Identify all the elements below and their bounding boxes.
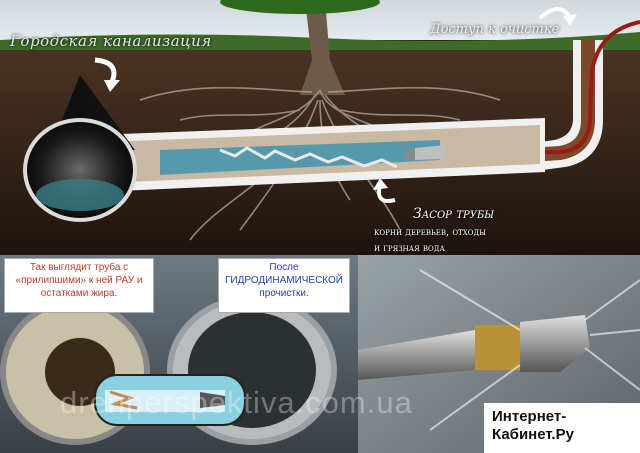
watermark: drenperspektiva.com.ua (60, 385, 413, 420)
arrow-head-icon (373, 178, 388, 190)
jetting-hose (445, 20, 640, 154)
jetting-nozzle (520, 315, 590, 372)
arrow-head-icon (563, 14, 577, 26)
tree-trunk (300, 0, 345, 95)
diagram-panel (0, 0, 640, 255)
clog-cause-label: корни деревьев, отходы и грязная вода (374, 227, 487, 254)
arrow-head-icon (104, 80, 120, 92)
sewer-label: Городская канализация (10, 32, 212, 50)
access-label: Доступ к очистке (430, 22, 560, 37)
sewer-pipe (95, 118, 545, 192)
arrow-icon (94, 57, 117, 83)
site-badge[interactable]: Интернет-Кабинет.Ру (484, 403, 640, 453)
pipe-cross-section (23, 75, 137, 222)
after-caption: После ГИДРОДИНАМИЧЕСКОЙ прочистки. (218, 258, 350, 313)
before-caption: Так выглядит труба с «прилипшими» к ней … (4, 258, 154, 313)
clog-label: Засор трубы (413, 206, 495, 222)
